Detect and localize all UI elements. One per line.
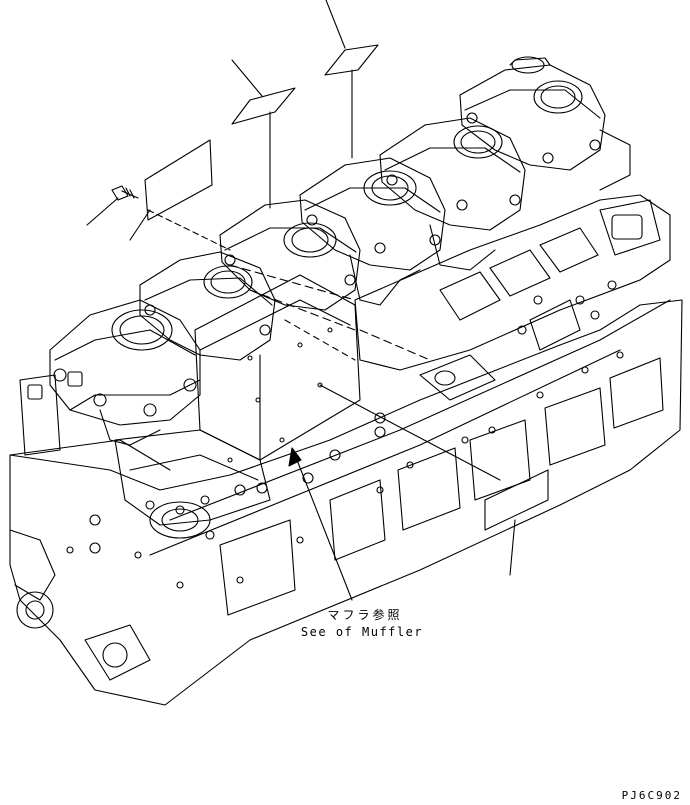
screw-icon	[112, 186, 138, 200]
label-plate-c-drop-line	[510, 520, 515, 575]
drawing-code: PJ6C902	[621, 789, 682, 802]
intake-manifold	[355, 195, 670, 400]
muffler-callout-arrow	[289, 448, 352, 600]
label-plate-b	[325, 45, 378, 75]
label-plate-c-leader	[320, 385, 500, 480]
nameplate-leader-line	[87, 198, 118, 225]
label-plate-a	[232, 88, 295, 124]
cylinder-block	[10, 300, 682, 705]
head-cover-2	[140, 252, 275, 360]
head-cover-3	[220, 200, 360, 310]
label-plate-a-leader	[232, 60, 262, 96]
nameplate	[145, 140, 212, 220]
head-cover-1	[20, 300, 200, 455]
exhaust-manifold	[115, 265, 430, 539]
head-cover-6	[460, 57, 630, 190]
label-plate-c	[485, 470, 548, 530]
head-cover-5	[380, 118, 525, 270]
muffler-callout-label-en: See of Muffler	[300, 625, 424, 639]
muffler-callout-label-jp: マフラ参照	[327, 608, 403, 622]
nameplate-dashed-leader	[148, 210, 230, 250]
head-cover-4	[300, 158, 445, 305]
label-plate-b-leader	[326, 0, 345, 48]
nameplate-solid-leader	[130, 210, 150, 240]
